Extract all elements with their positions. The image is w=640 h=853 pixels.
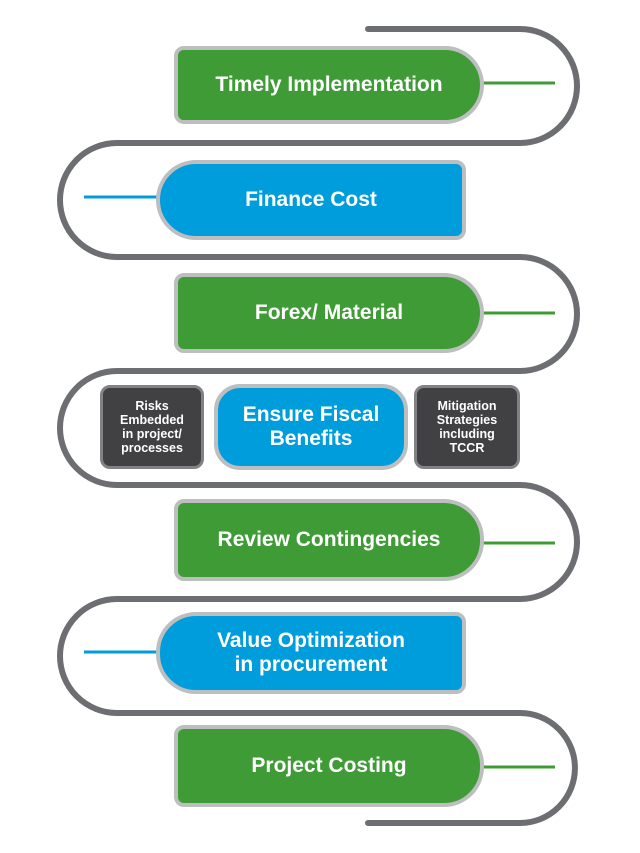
risks-line-4: processes: [121, 441, 183, 455]
risks-line-3: in project/: [122, 427, 182, 441]
step-finance-cost: Finance Cost: [156, 160, 466, 240]
mitigation-line-4: TCCR: [449, 441, 485, 455]
step-project-costing: Project Costing: [174, 725, 484, 807]
step-ensure-fiscal-benefits: Ensure Fiscal Benefits: [214, 384, 408, 470]
step-value-optimization: Value Optimization in procurement: [156, 612, 466, 694]
mitigation-strategies-box: Mitigation Strategies including TCCR: [414, 385, 520, 469]
step-label-line-1: Ensure Fiscal: [242, 403, 380, 427]
step-label: Project Costing: [251, 754, 407, 778]
risks-line-1: Risks: [135, 399, 169, 413]
step-label: Timely Implementation: [215, 73, 443, 97]
serpentine-path: [57, 26, 580, 826]
step-timely-implementation: Timely Implementation: [174, 46, 484, 124]
step-label: Forex/ Material: [254, 301, 404, 325]
risks-line-2: Embedded: [120, 413, 184, 427]
step-label-line-2: Benefits: [269, 427, 353, 450]
step-forex-material: Forex/ Material: [174, 273, 484, 353]
risks-embedded-box: Risks Embedded in project/ processes: [100, 385, 204, 469]
step-review-contingencies: Review Contingencies: [174, 499, 484, 581]
step-label-line-1: Value Optimization: [217, 629, 405, 653]
mitigation-line-3: including: [439, 427, 495, 441]
mitigation-line-1: Mitigation: [437, 399, 497, 413]
step-label-line-2: in procurement: [234, 653, 388, 676]
step-label: Finance Cost: [245, 188, 377, 212]
mitigation-line-2: Strategies: [436, 413, 498, 427]
step-label: Review Contingencies: [217, 528, 441, 552]
